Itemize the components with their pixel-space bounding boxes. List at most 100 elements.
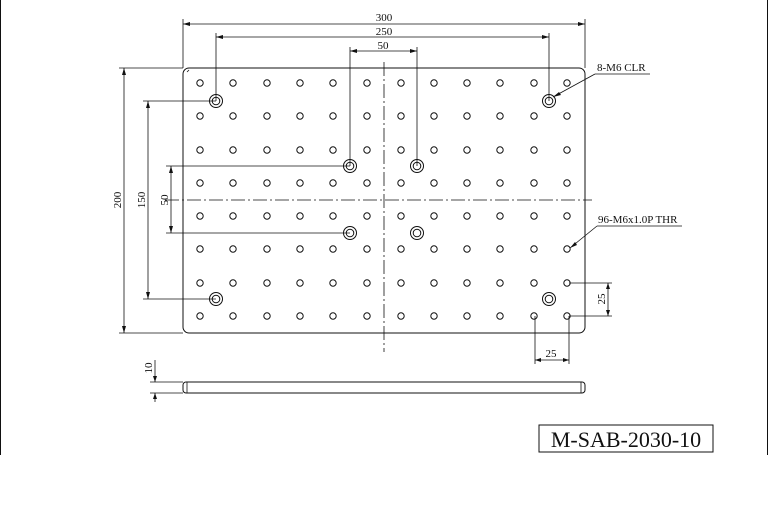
threaded-hole <box>430 312 438 320</box>
threaded-hole <box>530 245 538 253</box>
threaded-hole <box>397 179 405 187</box>
dimension-outer-hole-span-x: 250 <box>215 26 550 101</box>
threaded-hole <box>329 112 337 120</box>
threaded-hole <box>530 179 538 187</box>
threaded-hole <box>530 146 538 154</box>
threaded-hole <box>430 79 438 87</box>
threaded-hole <box>496 79 504 87</box>
dimension-pitch-y: 25 <box>569 282 612 317</box>
threaded-hole <box>296 279 304 287</box>
dimension-label-50-x: 50 <box>378 40 390 52</box>
threaded-hole <box>263 112 271 120</box>
threaded-hole <box>229 279 237 287</box>
threaded-hole <box>363 146 371 154</box>
threaded-hole <box>463 245 471 253</box>
threaded-hole <box>530 79 538 87</box>
threaded-hole <box>496 212 504 220</box>
threaded-hole <box>563 79 571 87</box>
threaded-hole <box>430 279 438 287</box>
clearance-hole-inner <box>412 228 422 238</box>
threaded-hole <box>329 279 337 287</box>
dimension-label-150: 150 <box>136 191 148 208</box>
threaded-hole <box>363 312 371 320</box>
threaded-hole <box>329 245 337 253</box>
threaded-hole <box>263 146 271 154</box>
threaded-hole <box>329 146 337 154</box>
threaded-hole <box>196 245 204 253</box>
threaded-hole <box>463 212 471 220</box>
threaded-hole <box>329 179 337 187</box>
dimension-label-25-x: 25 <box>546 348 558 360</box>
threaded-hole <box>296 79 304 87</box>
dimension-label-10: 10 <box>143 362 155 374</box>
threaded-hole <box>229 79 237 87</box>
dimension-outer-hole-span-y: 150 <box>136 100 216 300</box>
threaded-hole <box>296 112 304 120</box>
threaded-hole <box>397 112 405 120</box>
dimension-inner-hole-span-y: 50 <box>159 165 350 234</box>
threaded-hole <box>397 212 405 220</box>
dimension-label-50-y: 50 <box>159 194 171 206</box>
plate-side-view <box>182 381 586 394</box>
threaded-hole <box>229 112 237 120</box>
threaded-hole <box>430 212 438 220</box>
dimension-plate-width: 300 <box>182 12 586 68</box>
threaded-hole <box>397 245 405 253</box>
threaded-hole <box>496 179 504 187</box>
threaded-hole <box>229 212 237 220</box>
threaded-hole <box>263 79 271 87</box>
threaded-hole <box>463 312 471 320</box>
threaded-hole <box>463 79 471 87</box>
callout-label-threaded: 96-M6x1.0P THR <box>598 214 678 226</box>
threaded-hole <box>329 212 337 220</box>
callout-clearance-holes: 8-M6 CLR <box>552 62 650 98</box>
callout-label-clearance: 8-M6 CLR <box>597 62 646 74</box>
callout-threaded-holes: 96-M6x1.0P THR <box>569 214 682 249</box>
threaded-hole <box>329 79 337 87</box>
threaded-hole <box>296 146 304 154</box>
threaded-hole <box>430 146 438 154</box>
threaded-hole <box>563 212 571 220</box>
threaded-hole <box>296 312 304 320</box>
threaded-hole <box>430 112 438 120</box>
threaded-hole <box>263 179 271 187</box>
threaded-hole <box>196 212 204 220</box>
threaded-hole <box>363 179 371 187</box>
threaded-hole <box>296 212 304 220</box>
threaded-hole <box>496 112 504 120</box>
threaded-hole <box>229 146 237 154</box>
threaded-hole <box>530 312 538 320</box>
threaded-hole <box>397 146 405 154</box>
dimension-label-25-y: 25 <box>596 293 608 305</box>
threaded-hole <box>397 279 405 287</box>
part-number-box <box>538 424 714 453</box>
threaded-hole <box>263 312 271 320</box>
dimension-pitch-x: 25 <box>534 316 570 364</box>
threaded-hole <box>463 279 471 287</box>
threaded-hole <box>196 146 204 154</box>
threaded-hole <box>363 112 371 120</box>
threaded-hole <box>430 245 438 253</box>
dimension-label-300: 300 <box>376 12 393 24</box>
threaded-hole <box>196 179 204 187</box>
threaded-hole <box>496 146 504 154</box>
dimension-inner-hole-span-x: 50 <box>349 40 418 166</box>
part-number: M-SAB-2030-10 <box>551 427 701 452</box>
threaded-hole <box>229 312 237 320</box>
threaded-hole <box>496 245 504 253</box>
plate-corner-chamfer <box>186 69 190 73</box>
threaded-hole <box>363 245 371 253</box>
threaded-hole <box>397 312 405 320</box>
threaded-hole <box>463 146 471 154</box>
threaded-hole <box>329 312 337 320</box>
threaded-hole-grid <box>196 79 571 320</box>
threaded-hole <box>196 312 204 320</box>
threaded-hole <box>196 79 204 87</box>
threaded-hole <box>496 312 504 320</box>
threaded-hole <box>430 179 438 187</box>
threaded-hole <box>563 112 571 120</box>
threaded-hole <box>496 279 504 287</box>
threaded-hole <box>263 245 271 253</box>
threaded-hole <box>463 112 471 120</box>
